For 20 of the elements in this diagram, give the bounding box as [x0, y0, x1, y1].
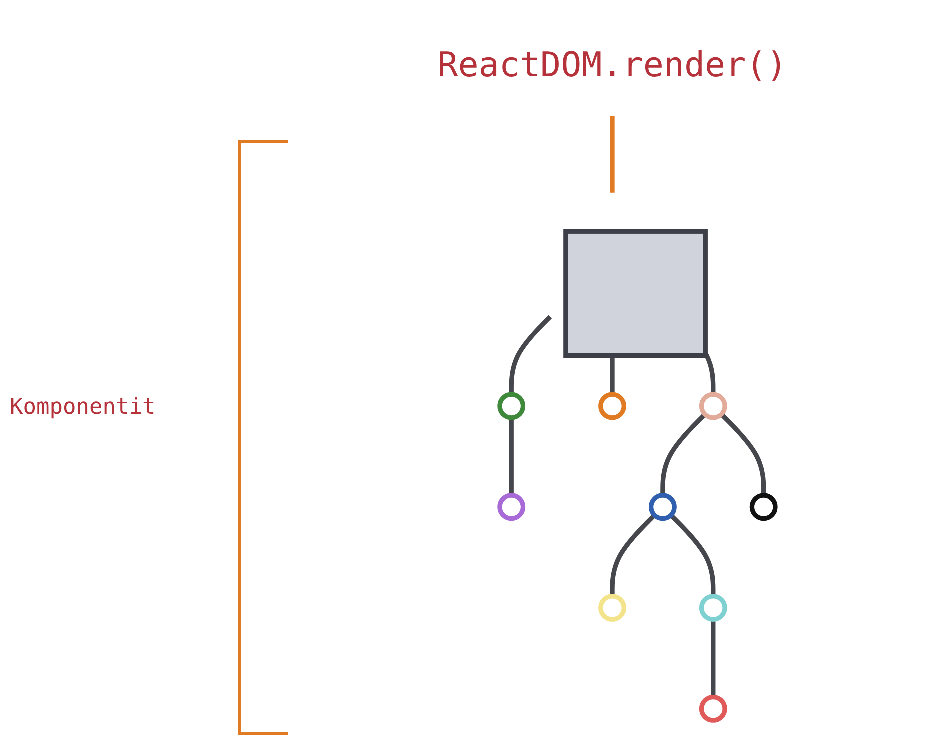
node-circle — [750, 493, 778, 522]
node-circle — [498, 392, 526, 420]
node-circle — [598, 392, 626, 420]
connector — [711, 620, 716, 698]
node-circle — [699, 594, 728, 622]
node-circle — [598, 594, 626, 622]
connector — [610, 514, 656, 596]
node-box — [564, 229, 708, 358]
connector — [509, 315, 552, 395]
node-circle — [699, 392, 728, 420]
node-circle — [699, 694, 728, 723]
connector — [509, 418, 514, 496]
connector — [610, 115, 615, 193]
node-text: ReactDOM.render() — [438, 46, 788, 86]
node-circle — [648, 493, 677, 522]
connector — [660, 412, 707, 496]
node-circle — [498, 493, 526, 522]
connector — [720, 412, 766, 496]
connector — [670, 514, 716, 596]
bracket-label: Komponentit — [10, 395, 156, 420]
